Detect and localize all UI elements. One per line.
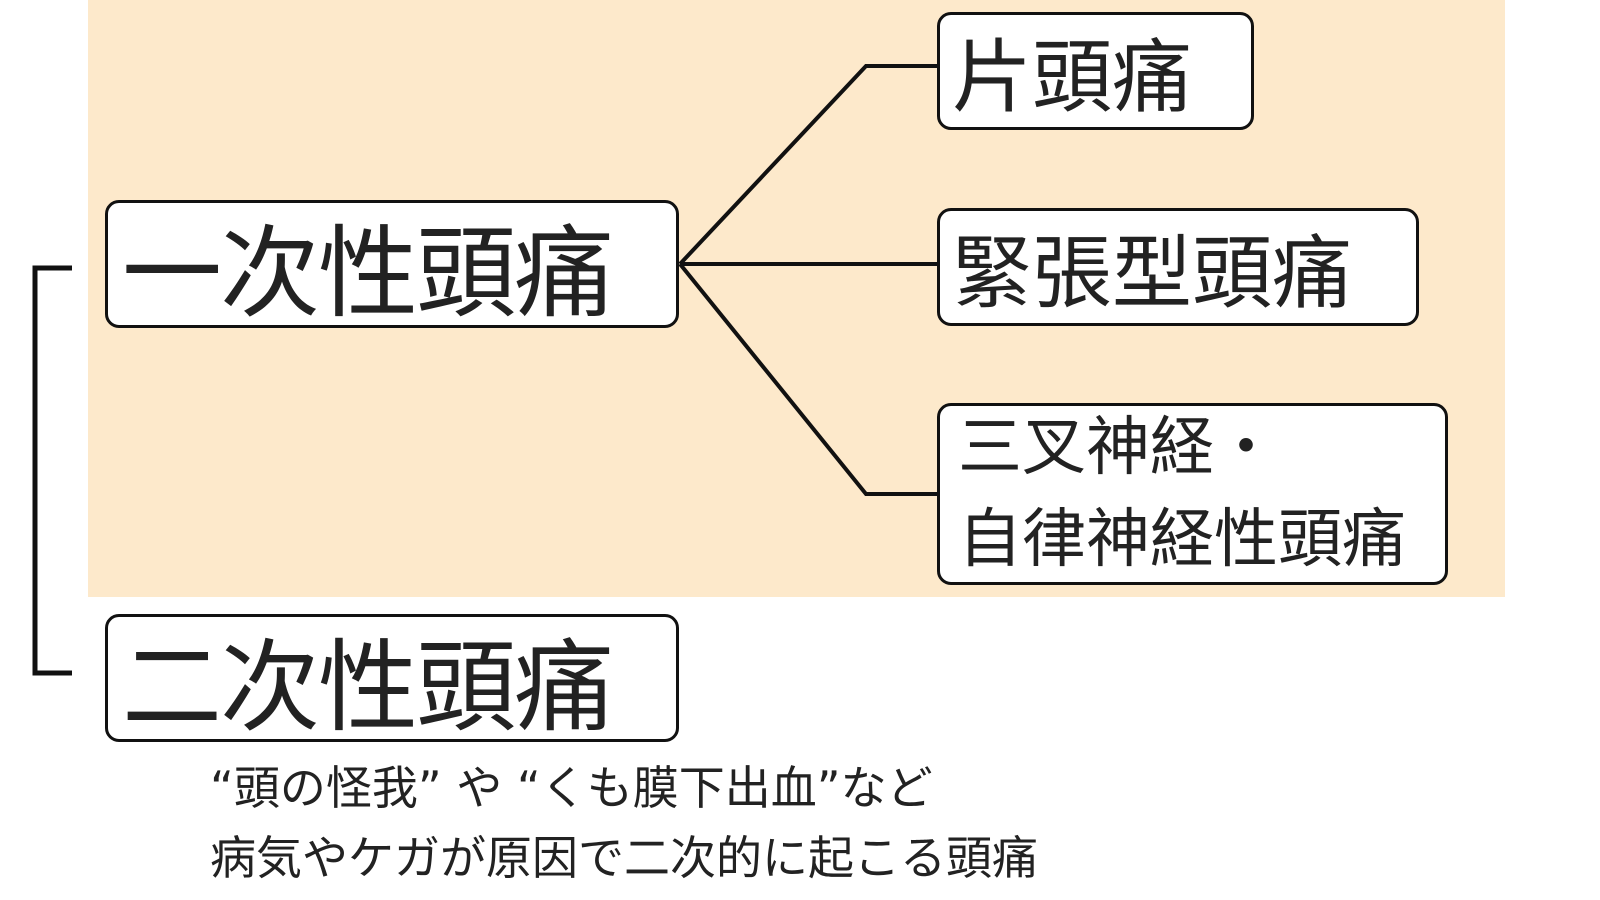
primary-headache-box: 一次性頭痛 [105, 200, 679, 332]
tension-headache-label: 緊張型頭痛 [952, 227, 1352, 320]
tac-headache-line1: 三叉神経・ [958, 411, 1278, 485]
bracket-line [32, 265, 72, 676]
primary-headache-label: 一次性頭痛 [122, 214, 614, 332]
caption-line-2: 病気やケガが原因で二次的に起こる頭痛 [210, 831, 1038, 885]
branch-line-tac [678, 262, 937, 496]
tension-headache-box: 緊張型頭痛 [937, 208, 1419, 326]
secondary-headache-box: 二次性頭痛 [105, 614, 679, 746]
tac-headache-line2: 自律神経性頭痛 [958, 503, 1406, 577]
migraine-label: 片頭痛 [952, 31, 1192, 124]
caption-line-1: “頭の怪我” や “くも膜下出血”など [210, 761, 933, 815]
migraine-box: 片頭痛 [937, 12, 1254, 130]
tac-headache-box: 三叉神経・ 自律神経性頭痛 [937, 403, 1448, 585]
secondary-headache-label: 二次性頭痛 [122, 628, 614, 746]
branch-line-migraine [678, 64, 937, 266]
